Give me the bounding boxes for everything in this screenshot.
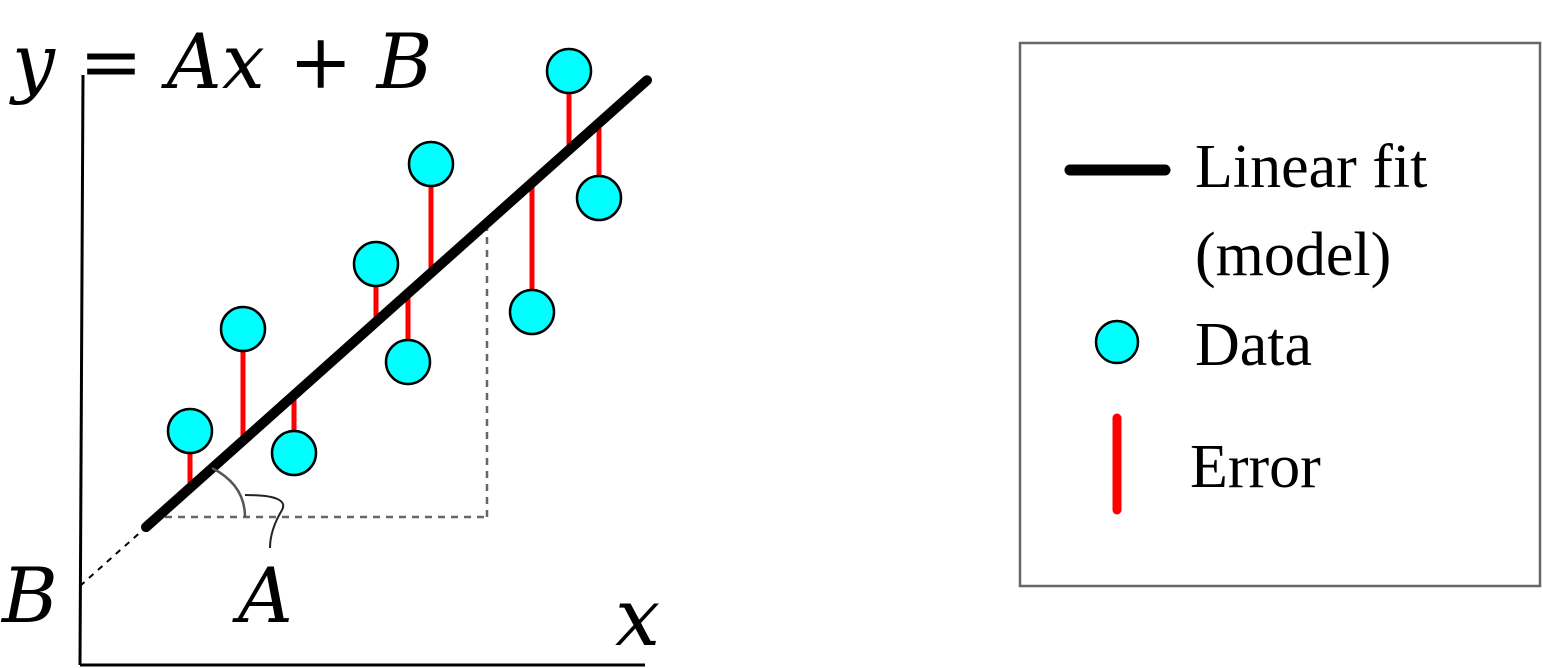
legend-error-label: Error [1190, 433, 1321, 501]
fit-line [141, 75, 652, 533]
data-point [407, 140, 455, 188]
data-points [166, 47, 623, 477]
legend-data-label: Data [1195, 311, 1312, 379]
x-axis-label: x [615, 571, 660, 664]
legend: Linear fit (model) Data Error [1018, 41, 1542, 588]
data-point [219, 305, 267, 353]
data-point [384, 338, 432, 386]
slope-label-brace [244, 494, 285, 549]
data-point [545, 47, 593, 95]
slope-label: A [232, 551, 293, 640]
legend-fit-label-2: (model) [1195, 221, 1391, 289]
intercept-label: B [0, 551, 58, 640]
legend-data-swatch [1094, 319, 1140, 365]
data-point [575, 174, 623, 222]
fit-line-group [141, 75, 652, 533]
data-point [508, 288, 556, 336]
intercept-extension [79, 526, 147, 587]
legend-box [1018, 41, 1542, 588]
slope-guides [79, 222, 489, 587]
legend-fit-label-1: Linear fit [1195, 133, 1427, 201]
data-point [166, 407, 214, 455]
data-point [270, 429, 318, 477]
equation-label: y = Ax + B [9, 17, 433, 106]
data-point [352, 240, 400, 288]
slope-angle-arc [211, 466, 247, 518]
y-axis [78, 74, 85, 666]
error-lines [187, 71, 602, 488]
